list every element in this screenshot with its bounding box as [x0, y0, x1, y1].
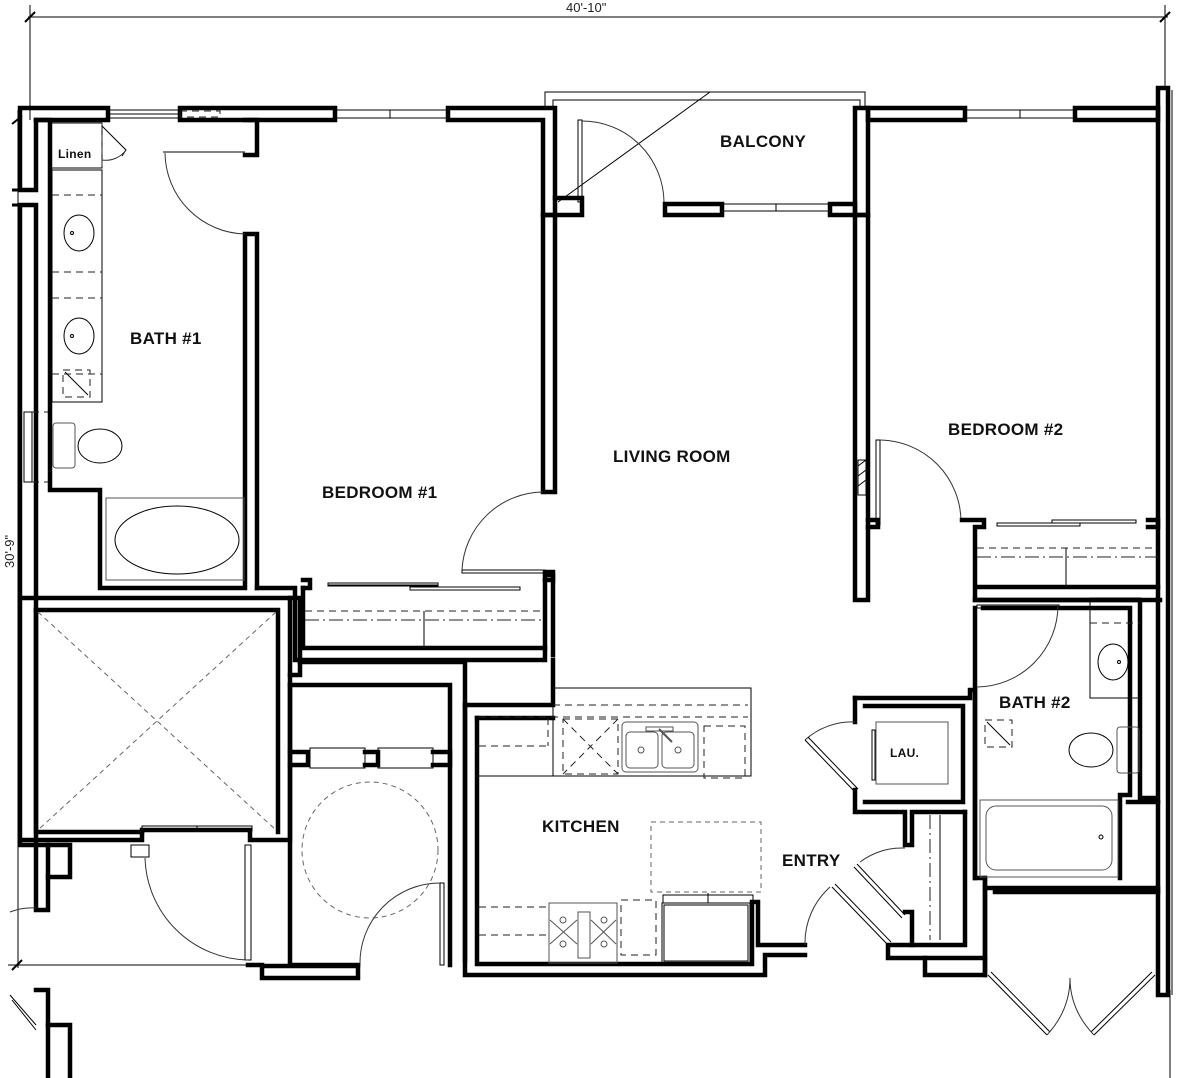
width-dimension: 40'-10": [566, 0, 607, 15]
label-living-room: LIVING ROOM: [613, 447, 731, 466]
label-linen: Linen: [58, 147, 92, 161]
dimension-lines: [8, 5, 1171, 1078]
lower-left-block: [9, 595, 361, 1078]
depth-dimension: 30'-9": [2, 534, 17, 568]
hall-closet: [287, 659, 468, 968]
label-bedroom-1: BEDROOM #1: [322, 483, 438, 502]
balcony: [540, 91, 871, 603]
exterior-walls: [12, 85, 1173, 998]
bedroom-1: [254, 491, 556, 663]
label-bath-2: BATH #2: [999, 693, 1071, 712]
label-laundry: LAU.: [890, 746, 920, 760]
bedroom-2: [857, 439, 1163, 603]
bath-2: [972, 597, 1161, 1036]
kitchen: [462, 657, 808, 978]
windows: [23, 109, 1076, 483]
entry: [804, 687, 988, 978]
bath-1: [33, 117, 260, 591]
label-bath-1: BATH #1: [130, 329, 202, 348]
label-entry: ENTRY: [782, 851, 841, 870]
label-kitchen: KITCHEN: [542, 817, 620, 836]
label-bedroom-2: BEDROOM #2: [948, 420, 1064, 439]
label-balcony: BALCONY: [720, 132, 807, 151]
